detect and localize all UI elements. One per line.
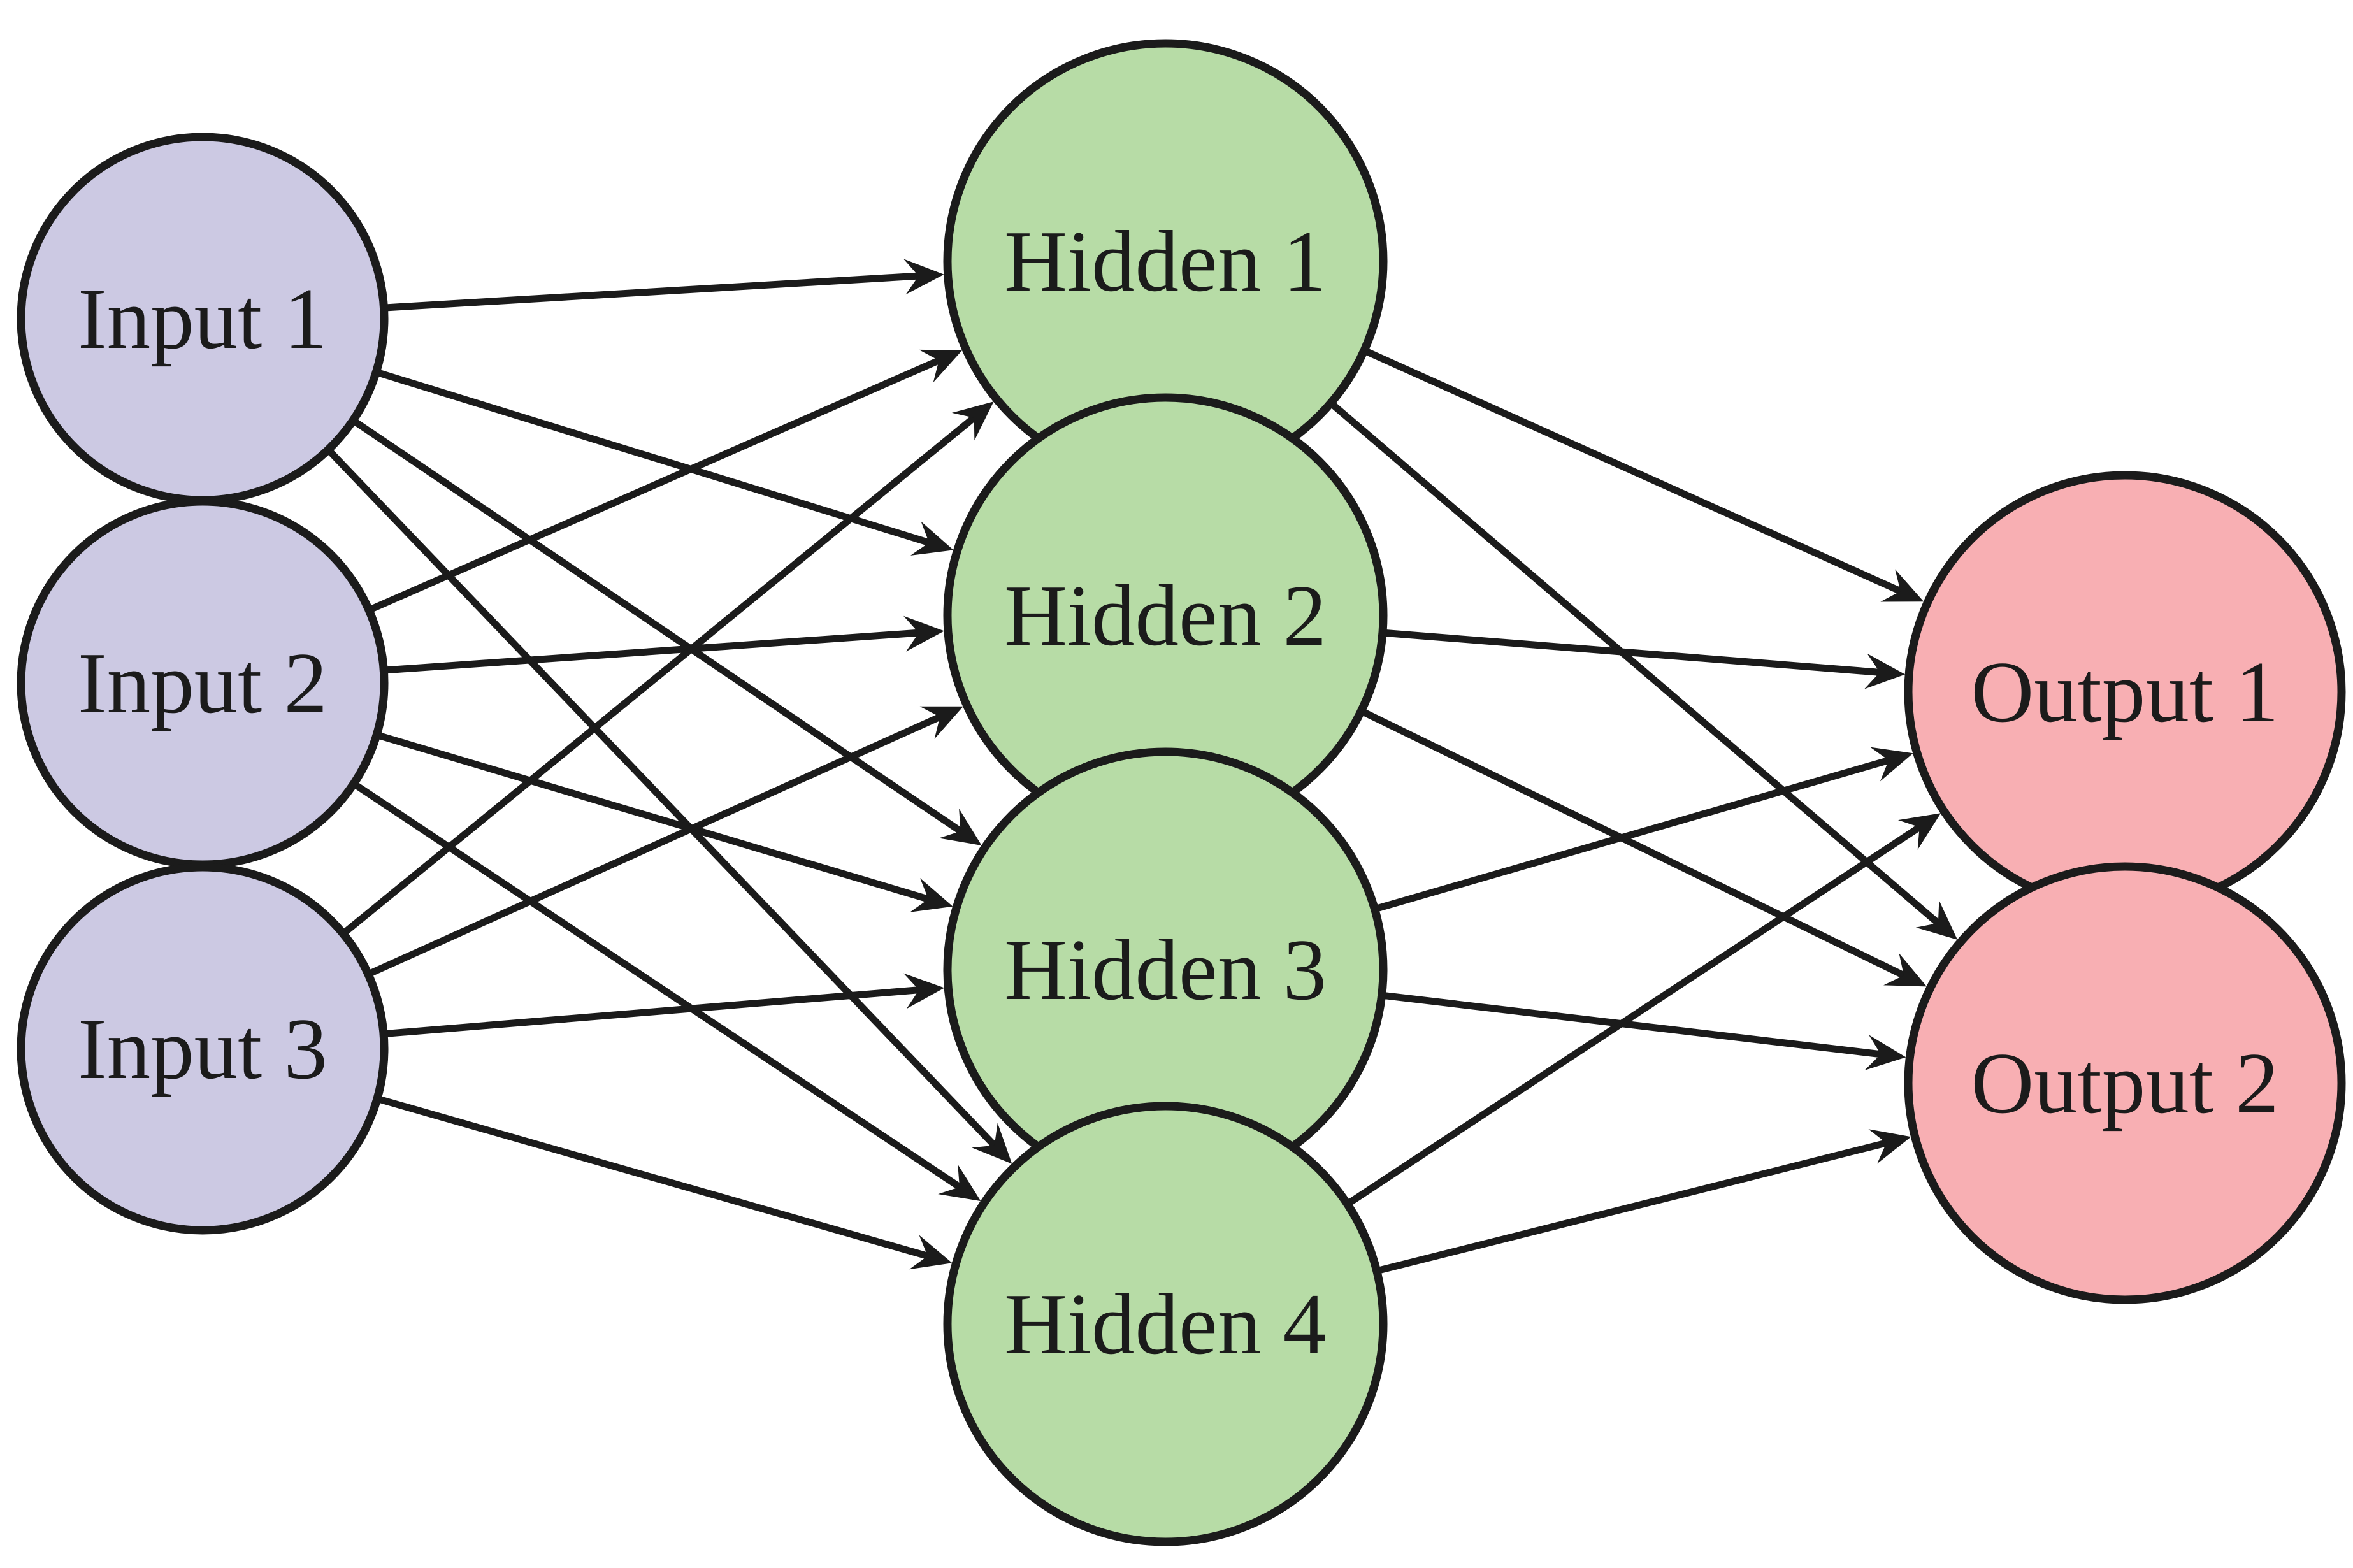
arrowhead-input-3-to-hidden-4 — [909, 1235, 953, 1270]
nodes-group — [17, 39, 2346, 1546]
edge-input-2-to-hidden-3 — [379, 732, 936, 905]
labels-group: Input 1 Input 2 Input 3 Hidden 1 Hidden 2 Hid… — [78, 213, 2279, 1372]
arrowhead-input-2-to-hidden-4 — [938, 1164, 981, 1202]
arrowhead-input-2-to-hidden-3 — [910, 878, 953, 912]
node-hidden-4 — [943, 1102, 1388, 1546]
arrowhead-input-3-to-hidden-1 — [951, 401, 994, 441]
arrowhead-hidden-1-to-output-1 — [1880, 569, 1924, 602]
label-hidden-1: Hidden 1 — [1004, 213, 1327, 310]
edge-input-2-to-hidden-1 — [371, 354, 947, 612]
label-hidden-3: Hidden 3 — [1004, 921, 1327, 1018]
edge-hidden-1-to-output-2 — [1331, 403, 1945, 930]
label-hidden-4: Hidden 4 — [1004, 1276, 1327, 1372]
arrowhead-hidden-4-to-output-2 — [1868, 1129, 1911, 1164]
label-output-1: Output 1 — [1971, 644, 2278, 740]
edge-input-2-to-hidden-2 — [387, 629, 926, 674]
arrowhead-hidden-2-to-output-1 — [1864, 653, 1906, 689]
label-input-3: Input 3 — [78, 1000, 327, 1097]
edge-hidden-3-to-output-1 — [1377, 755, 1896, 912]
arrowhead-hidden-1-to-output-2 — [1915, 900, 1958, 940]
node-output-2 — [1904, 862, 2346, 1304]
edge-hidden-2-to-output-1 — [1386, 629, 1887, 677]
arrowhead-input-2-to-hidden-2 — [903, 615, 944, 652]
edge-hidden-4-to-output-1 — [1348, 821, 1927, 1205]
label-hidden-2: Hidden 2 — [1004, 567, 1327, 664]
arrowhead-input-1-to-hidden-4 — [972, 1123, 1012, 1164]
edge-input-1-to-hidden-1 — [387, 272, 926, 312]
edge-input-2-to-hidden-4 — [355, 782, 967, 1194]
edge-input-1-to-hidden-4 — [328, 450, 1002, 1153]
edge-hidden-3-to-output-2 — [1385, 992, 1888, 1059]
arrowhead-hidden-2-to-output-2 — [1883, 953, 1927, 987]
edge-input-3-to-hidden-3 — [387, 986, 926, 1037]
arrowhead-input-3-to-hidden-2 — [919, 706, 963, 739]
arrowhead-input-1-to-hidden-2 — [910, 521, 954, 556]
edge-input-3-to-hidden-1 — [343, 411, 981, 935]
label-output-2: Output 2 — [1971, 1035, 2278, 1132]
arrowhead-input-1-to-hidden-3 — [939, 809, 982, 845]
arrowhead-input-3-to-hidden-3 — [903, 973, 945, 1009]
arrowhead-input-1-to-hidden-1 — [903, 259, 944, 295]
label-input-1: Input 1 — [78, 270, 327, 367]
edge-hidden-4-to-output-2 — [1379, 1138, 1894, 1274]
edge-input-1-to-hidden-2 — [378, 370, 937, 548]
edge-hidden-2-to-output-2 — [1363, 709, 1911, 982]
edge-hidden-1-to-output-1 — [1366, 349, 1908, 598]
arrowhead-input-2-to-hidden-1 — [919, 349, 963, 383]
edge-input-3-to-hidden-2 — [370, 711, 947, 976]
edge-input-1-to-hidden-3 — [354, 419, 968, 838]
node-input-3 — [17, 863, 389, 1235]
arrowhead-hidden-4-to-output-1 — [1897, 813, 1941, 850]
edges-group — [328, 259, 1958, 1274]
label-input-2: Input 2 — [78, 635, 327, 731]
edge-input-3-to-hidden-4 — [380, 1096, 935, 1262]
arrowhead-hidden-3-to-output-2 — [1864, 1035, 1906, 1070]
arrowhead-hidden-3-to-output-1 — [1870, 747, 1913, 782]
